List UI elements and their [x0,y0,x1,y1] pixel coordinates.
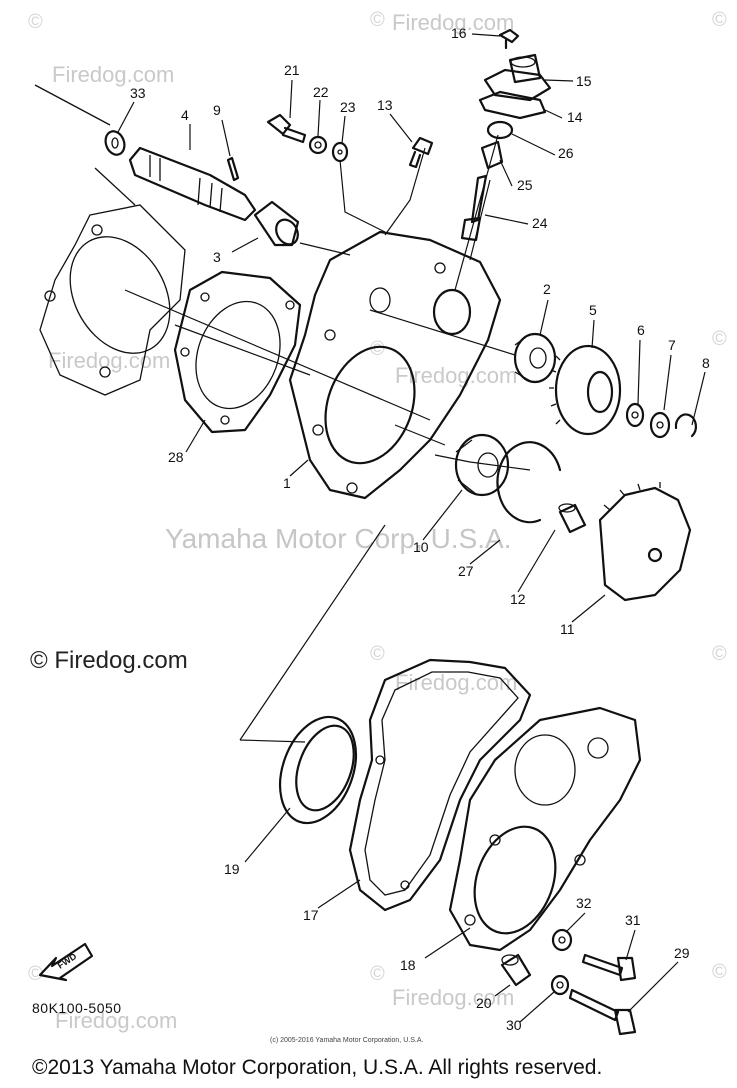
callout-26: 26 [558,145,574,161]
part-23-washer [331,141,349,163]
callout-12: 12 [510,591,526,607]
engine-case-outline [34,84,186,396]
callout-4: 4 [181,107,189,123]
callout-30: 30 [506,1017,522,1033]
part-1-housing [288,230,502,500]
part-26-seal [486,120,514,140]
part-12-pin [558,503,587,534]
callout-15: 15 [576,73,592,89]
part-27-circlip [496,441,562,524]
watermark-center: Yamaha Motor Corp, U.S.A. [165,523,512,554]
callout-32: 32 [576,895,592,911]
part-10-bearing [454,433,510,497]
part-5-gear [549,344,622,436]
watermark-symbol: © [712,328,727,350]
watermark-text: Firedog.com [392,10,514,35]
part-9-pin [226,156,240,182]
callout-28: 28 [168,449,184,465]
part-17-gasket [348,658,532,912]
callout-7: 7 [668,337,676,353]
callout-10: 10 [413,539,429,555]
part-18-cover [448,706,642,952]
watermark-text: Firedog.com [55,1008,177,1033]
watermark-symbol: © [712,961,727,983]
part-8-circlip [674,413,698,438]
watermark-text: Firedog.com [52,62,174,87]
callout-13: 13 [377,97,393,113]
part-33-washer [104,130,126,156]
watermark-symbol: © [712,643,727,665]
callout-6: 6 [637,322,645,338]
part-20-dowel [500,953,532,987]
part-29-bolt [568,988,637,1036]
callout-20: 20 [476,995,492,1011]
part-32-washer [551,928,573,952]
part-4-shaft [128,146,257,222]
callout-21: 21 [284,62,300,78]
watermark-symbol: © [370,963,385,985]
part-25-bushing [480,140,504,170]
fine-print: (c) 2005-2016 Yamaha Motor Corporation, … [270,1037,424,1044]
leader-lines [117,33,706,1023]
watermark-text: Firedog.com [395,363,517,388]
fwd-arrow-icon: FWD [38,942,94,982]
part-11-gear [598,482,692,602]
part-6-key [625,402,645,428]
watermark-layer: © Firedog.com © Firedog.com © © Firedog.… [28,9,727,1033]
callout-24: 24 [532,215,548,231]
watermark-symbol: © [712,9,727,31]
callout-31: 31 [625,912,641,928]
watermark-firedog-dark: © Firedog.com [30,647,188,674]
part-21-bolt [266,113,307,144]
part-22-nut [308,135,328,155]
callout-25: 25 [517,177,533,193]
watermark-symbol: © [28,963,43,985]
callout-33: 33 [130,85,146,101]
part-7-washer [649,411,671,439]
diagram-code: 80K100-5050 [32,1000,122,1016]
callout-labels: 1 2 3 4 5 6 7 8 9 10 11 12 13 14 15 16 1… [130,25,710,1033]
part-16-screw [498,28,520,50]
callout-17: 17 [303,907,319,923]
watermark-symbol: © [370,338,385,360]
watermark-symbol: © [370,643,385,665]
callout-23: 23 [340,99,356,115]
part-28-gasket [173,270,302,434]
part-31-bolt [581,953,637,982]
watermark-symbol: © [28,11,43,33]
callout-14: 14 [567,109,583,125]
callout-27: 27 [458,563,474,579]
callout-19: 19 [224,861,240,877]
callout-5: 5 [589,302,597,318]
callout-9: 9 [213,102,221,118]
callout-2: 2 [543,281,551,297]
part-2-bearing [513,332,557,384]
callout-18: 18 [400,957,416,973]
callout-3: 3 [213,249,221,265]
part-3-collar [253,200,300,247]
part-19-oil-seal [279,715,357,825]
watermark-text: Firedog.com [392,985,514,1010]
part-13-bolt [408,136,434,169]
watermark-symbol: © [370,9,385,31]
assembly-lines [124,134,531,743]
callout-8: 8 [702,355,710,371]
callout-22: 22 [313,84,329,100]
part-30-washer [550,974,570,996]
callout-11: 11 [560,621,575,637]
watermark-text: Firedog.com [395,670,517,695]
part-14-gasket [478,90,547,120]
callout-29: 29 [674,945,690,961]
copyright-notice: ©2013 Yamaha Motor Corporation, U.S.A. A… [32,1056,603,1079]
callout-1: 1 [283,475,291,491]
callout-16: 16 [451,25,467,41]
